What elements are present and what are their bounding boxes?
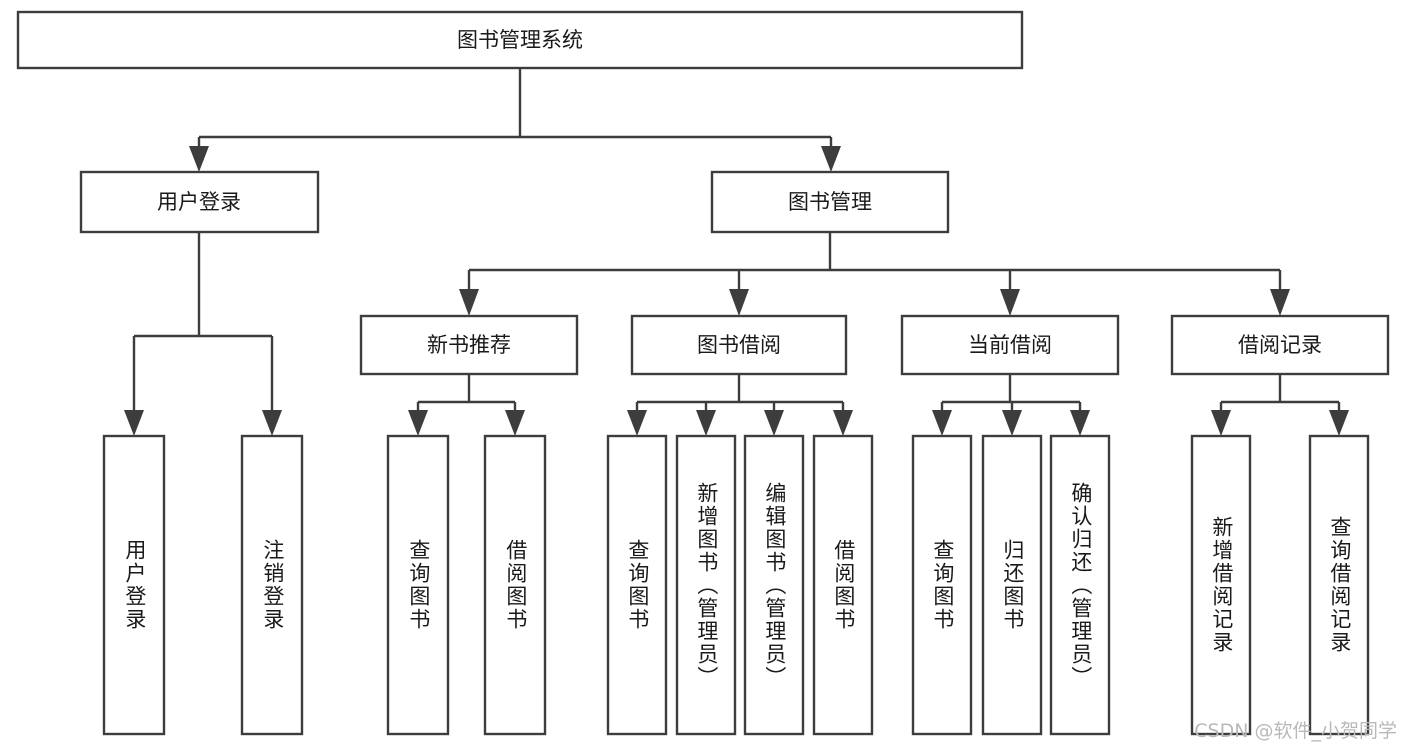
node-box-leaf-add-record[interactable]: [1190, 434, 1252, 736]
node-box-borrow-record[interactable]: [1170, 314, 1390, 376]
node-box-user-login[interactable]: [79, 170, 320, 234]
node-box-root[interactable]: [16, 10, 1024, 70]
arrow-head-leaf-add-book: [696, 410, 716, 436]
arrow-head-book-borrow: [729, 289, 749, 316]
node-box-book-borrow[interactable]: [630, 314, 848, 376]
node-box-leaf-confirm-return[interactable]: [1049, 434, 1111, 736]
node-label-current-borrow: 当前借阅: [968, 333, 1052, 357]
node-box-current-borrow[interactable]: [900, 314, 1120, 376]
arrow-head-leaf-confirm-return: [1070, 410, 1090, 436]
node-box-leaf-query-book-2[interactable]: [606, 434, 668, 736]
arrow-head-book-manage: [821, 146, 841, 172]
node-box-leaf-add-book[interactable]: [675, 434, 737, 736]
node-box-leaf-return-book[interactable]: [981, 434, 1043, 736]
arrow-head-current-borrow: [1000, 289, 1020, 316]
arrow-head-leaf-user-login: [124, 410, 144, 436]
node-box-new-book-rec[interactable]: [359, 314, 579, 376]
arrow-head-leaf-query-book-3: [932, 410, 952, 436]
node-box-book-manage[interactable]: [710, 170, 950, 234]
node-box-leaf-logout[interactable]: [240, 434, 304, 736]
node-label-root: 图书管理系统: [457, 28, 583, 52]
node-box-leaf-borrow-book-1[interactable]: [483, 434, 547, 736]
node-layer: 图书管理系统 用户登录 图书管理 新书推荐 图书借阅 当前借阅 借阅记录: [16, 10, 1390, 736]
arrow-head-borrow-record: [1270, 289, 1290, 316]
node-box-leaf-query-book-1[interactable]: [386, 434, 450, 736]
arrow-head-leaf-query-book-1: [408, 410, 428, 436]
node-label-book-borrow: 图书借阅: [697, 333, 781, 357]
node-box-leaf-query-record[interactable]: [1308, 434, 1370, 736]
arrow-head-user-login: [189, 146, 209, 172]
arrow-head-new-book-rec: [459, 289, 479, 316]
watermark-text: CSDN @软件_小贺同学: [1194, 720, 1397, 742]
node-box-leaf-user-login[interactable]: [102, 434, 166, 736]
node-label-borrow-record: 借阅记录: [1238, 333, 1322, 357]
arrow-head-leaf-return-book: [1002, 410, 1022, 436]
arrow-head-leaf-add-record: [1211, 410, 1231, 436]
arrow-head-leaf-query-book-2: [627, 410, 647, 436]
node-box-leaf-borrow-book-2[interactable]: [812, 434, 874, 736]
connector-layer: [124, 68, 1349, 436]
node-box-leaf-edit-book[interactable]: [743, 434, 805, 736]
arrow-head-leaf-query-record: [1329, 410, 1349, 436]
arrow-head-leaf-borrow-book-1: [505, 410, 525, 436]
node-label-book-manage: 图书管理: [788, 190, 872, 214]
node-label-user-login: 用户登录: [157, 190, 241, 214]
node-label-new-book-rec: 新书推荐: [427, 333, 511, 357]
node-box-leaf-query-book-3[interactable]: [911, 434, 973, 736]
arrow-head-leaf-logout: [262, 410, 282, 436]
arrow-head-leaf-edit-book: [764, 410, 784, 436]
arrow-head-leaf-borrow-book-2: [833, 410, 853, 436]
